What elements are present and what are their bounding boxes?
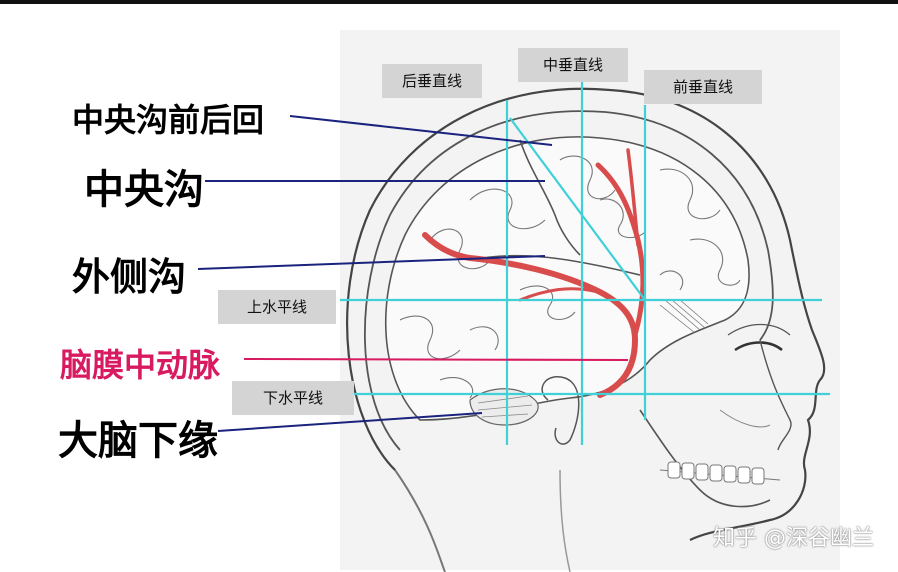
label-lateral-sulcus: 外侧沟: [72, 255, 187, 299]
label-anterior-vertical: 前垂直线: [644, 70, 762, 104]
reference-lines: [340, 82, 830, 445]
cerebellum-folia: [477, 395, 533, 418]
face-skull: [759, 339, 792, 451]
watermark: 知乎 @深谷幽兰: [713, 526, 874, 551]
label-central-sulcus: 中央沟: [84, 167, 204, 213]
central-sulcus-line: [519, 139, 581, 256]
scalp-outline: [346, 87, 826, 541]
pointer-cerebrum-edge: [217, 412, 483, 432]
pointer-artery: [243, 358, 629, 361]
neck-outline: [394, 469, 446, 572]
label-middle-meningeal-artery: 脑膜中动脉: [60, 346, 221, 384]
middle-meningeal-artery: [422, 148, 646, 398]
pointer-lateral-sulcus: [197, 255, 546, 270]
mandible: [639, 409, 771, 508]
label-posterior-vertical: 后垂直线: [382, 64, 482, 98]
ear: [541, 376, 580, 445]
top-border: [0, 0, 898, 4]
skull-outline: [363, 110, 774, 451]
neck-inner: [559, 469, 571, 572]
pterion-hatching: [659, 299, 709, 334]
teeth: [667, 461, 765, 485]
pointer-central-gyri: [289, 115, 553, 146]
label-upper-horizontal: 上水平线: [218, 290, 336, 324]
eyebrow: [727, 323, 791, 336]
label-central-gyri: 中央沟前后回: [72, 101, 265, 139]
pointer-lines: [197, 115, 553, 432]
oblique-line: [509, 117, 646, 301]
eye-closed: [734, 341, 783, 352]
label-cerebrum-lower-edge: 大脑下缘: [58, 418, 218, 464]
label-lower-horizontal: 下水平线: [232, 381, 354, 415]
label-middle-vertical: 中垂直线: [518, 48, 628, 82]
gyri-pattern: [399, 155, 741, 399]
cerebellum: [469, 388, 539, 426]
zygomatic: [719, 409, 771, 428]
